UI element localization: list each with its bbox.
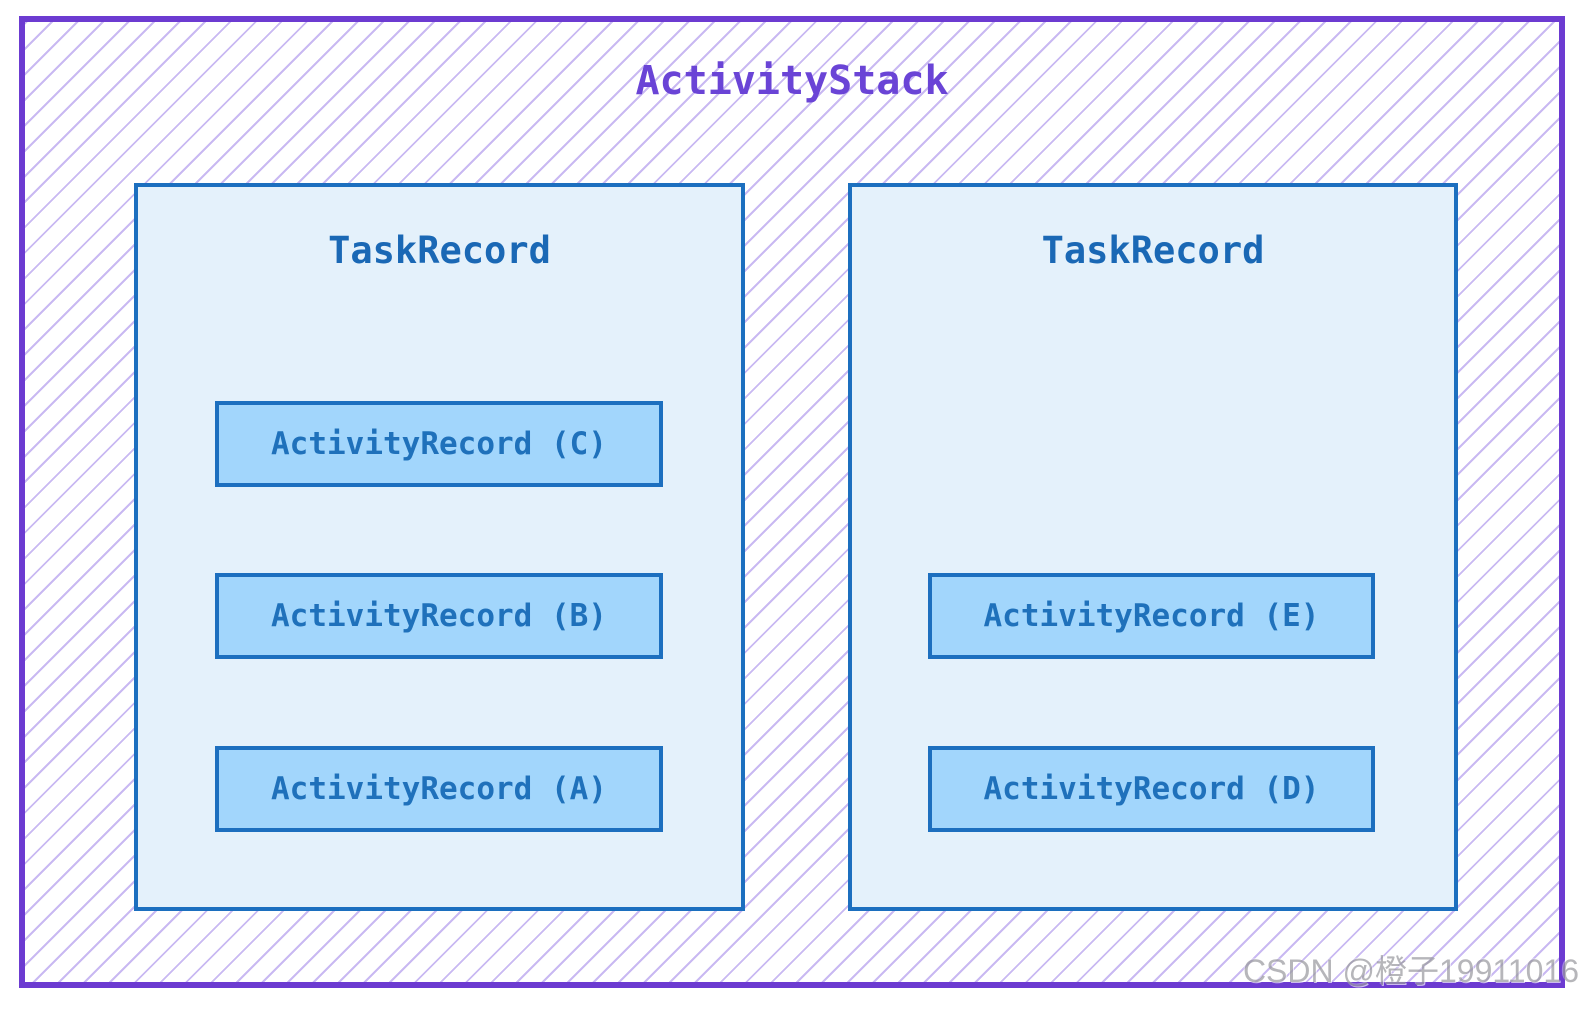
task-record-title: TaskRecord — [1041, 229, 1265, 272]
activity-record-a: ActivityRecord (A) — [215, 746, 663, 832]
task-record-title: TaskRecord — [328, 229, 551, 272]
activity-record-b: ActivityRecord (B) — [215, 573, 663, 659]
activity-stack-title: ActivityStack — [635, 58, 949, 104]
task-record-box-right: TaskRecord ActivityRecord (E) ActivityRe… — [848, 183, 1458, 911]
activity-record-c: ActivityRecord (C) — [215, 401, 663, 487]
activity-record-d: ActivityRecord (D) — [928, 746, 1375, 832]
task-record-box-left: TaskRecord ActivityRecord (C) ActivityRe… — [134, 183, 745, 911]
activity-stack-container: ActivityStack TaskRecord ActivityRecord … — [19, 16, 1565, 988]
watermark: CSDN @橙子19911016 — [1242, 953, 1579, 989]
activity-record-e: ActivityRecord (E) — [928, 573, 1375, 659]
